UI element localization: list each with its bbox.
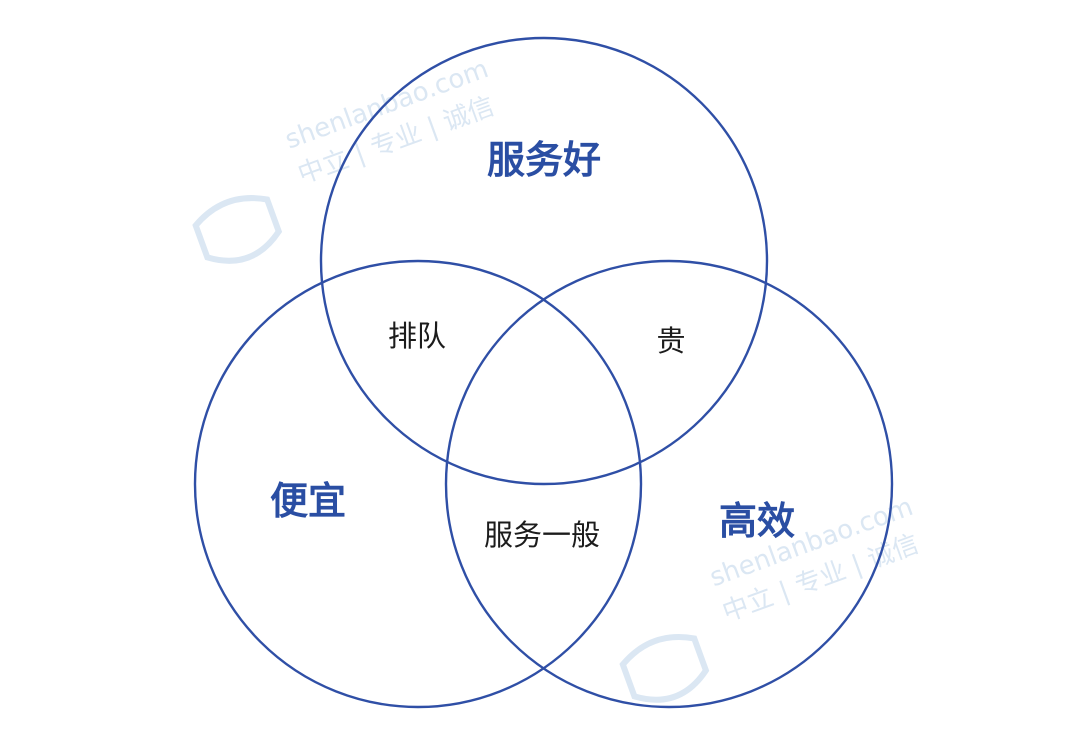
circle-label-left: 便宜 bbox=[270, 479, 346, 523]
shield-logo-icon bbox=[192, 195, 283, 264]
overlap-label-top-right: 贵 bbox=[656, 324, 685, 358]
circle-top bbox=[319, 36, 769, 486]
circle-left bbox=[193, 259, 643, 709]
circle-label-top: 服务好 bbox=[487, 138, 601, 182]
circle-right bbox=[444, 259, 894, 709]
overlap-label-left-right: 服务一般 bbox=[484, 518, 600, 552]
circle-label-right: 高效 bbox=[719, 499, 795, 543]
overlap-label-top-left: 排队 bbox=[388, 319, 446, 353]
watermark-top: shenlanbao.com 中立 | 专业 | 诚信 bbox=[192, 54, 498, 264]
shield-logo-icon bbox=[619, 634, 710, 703]
